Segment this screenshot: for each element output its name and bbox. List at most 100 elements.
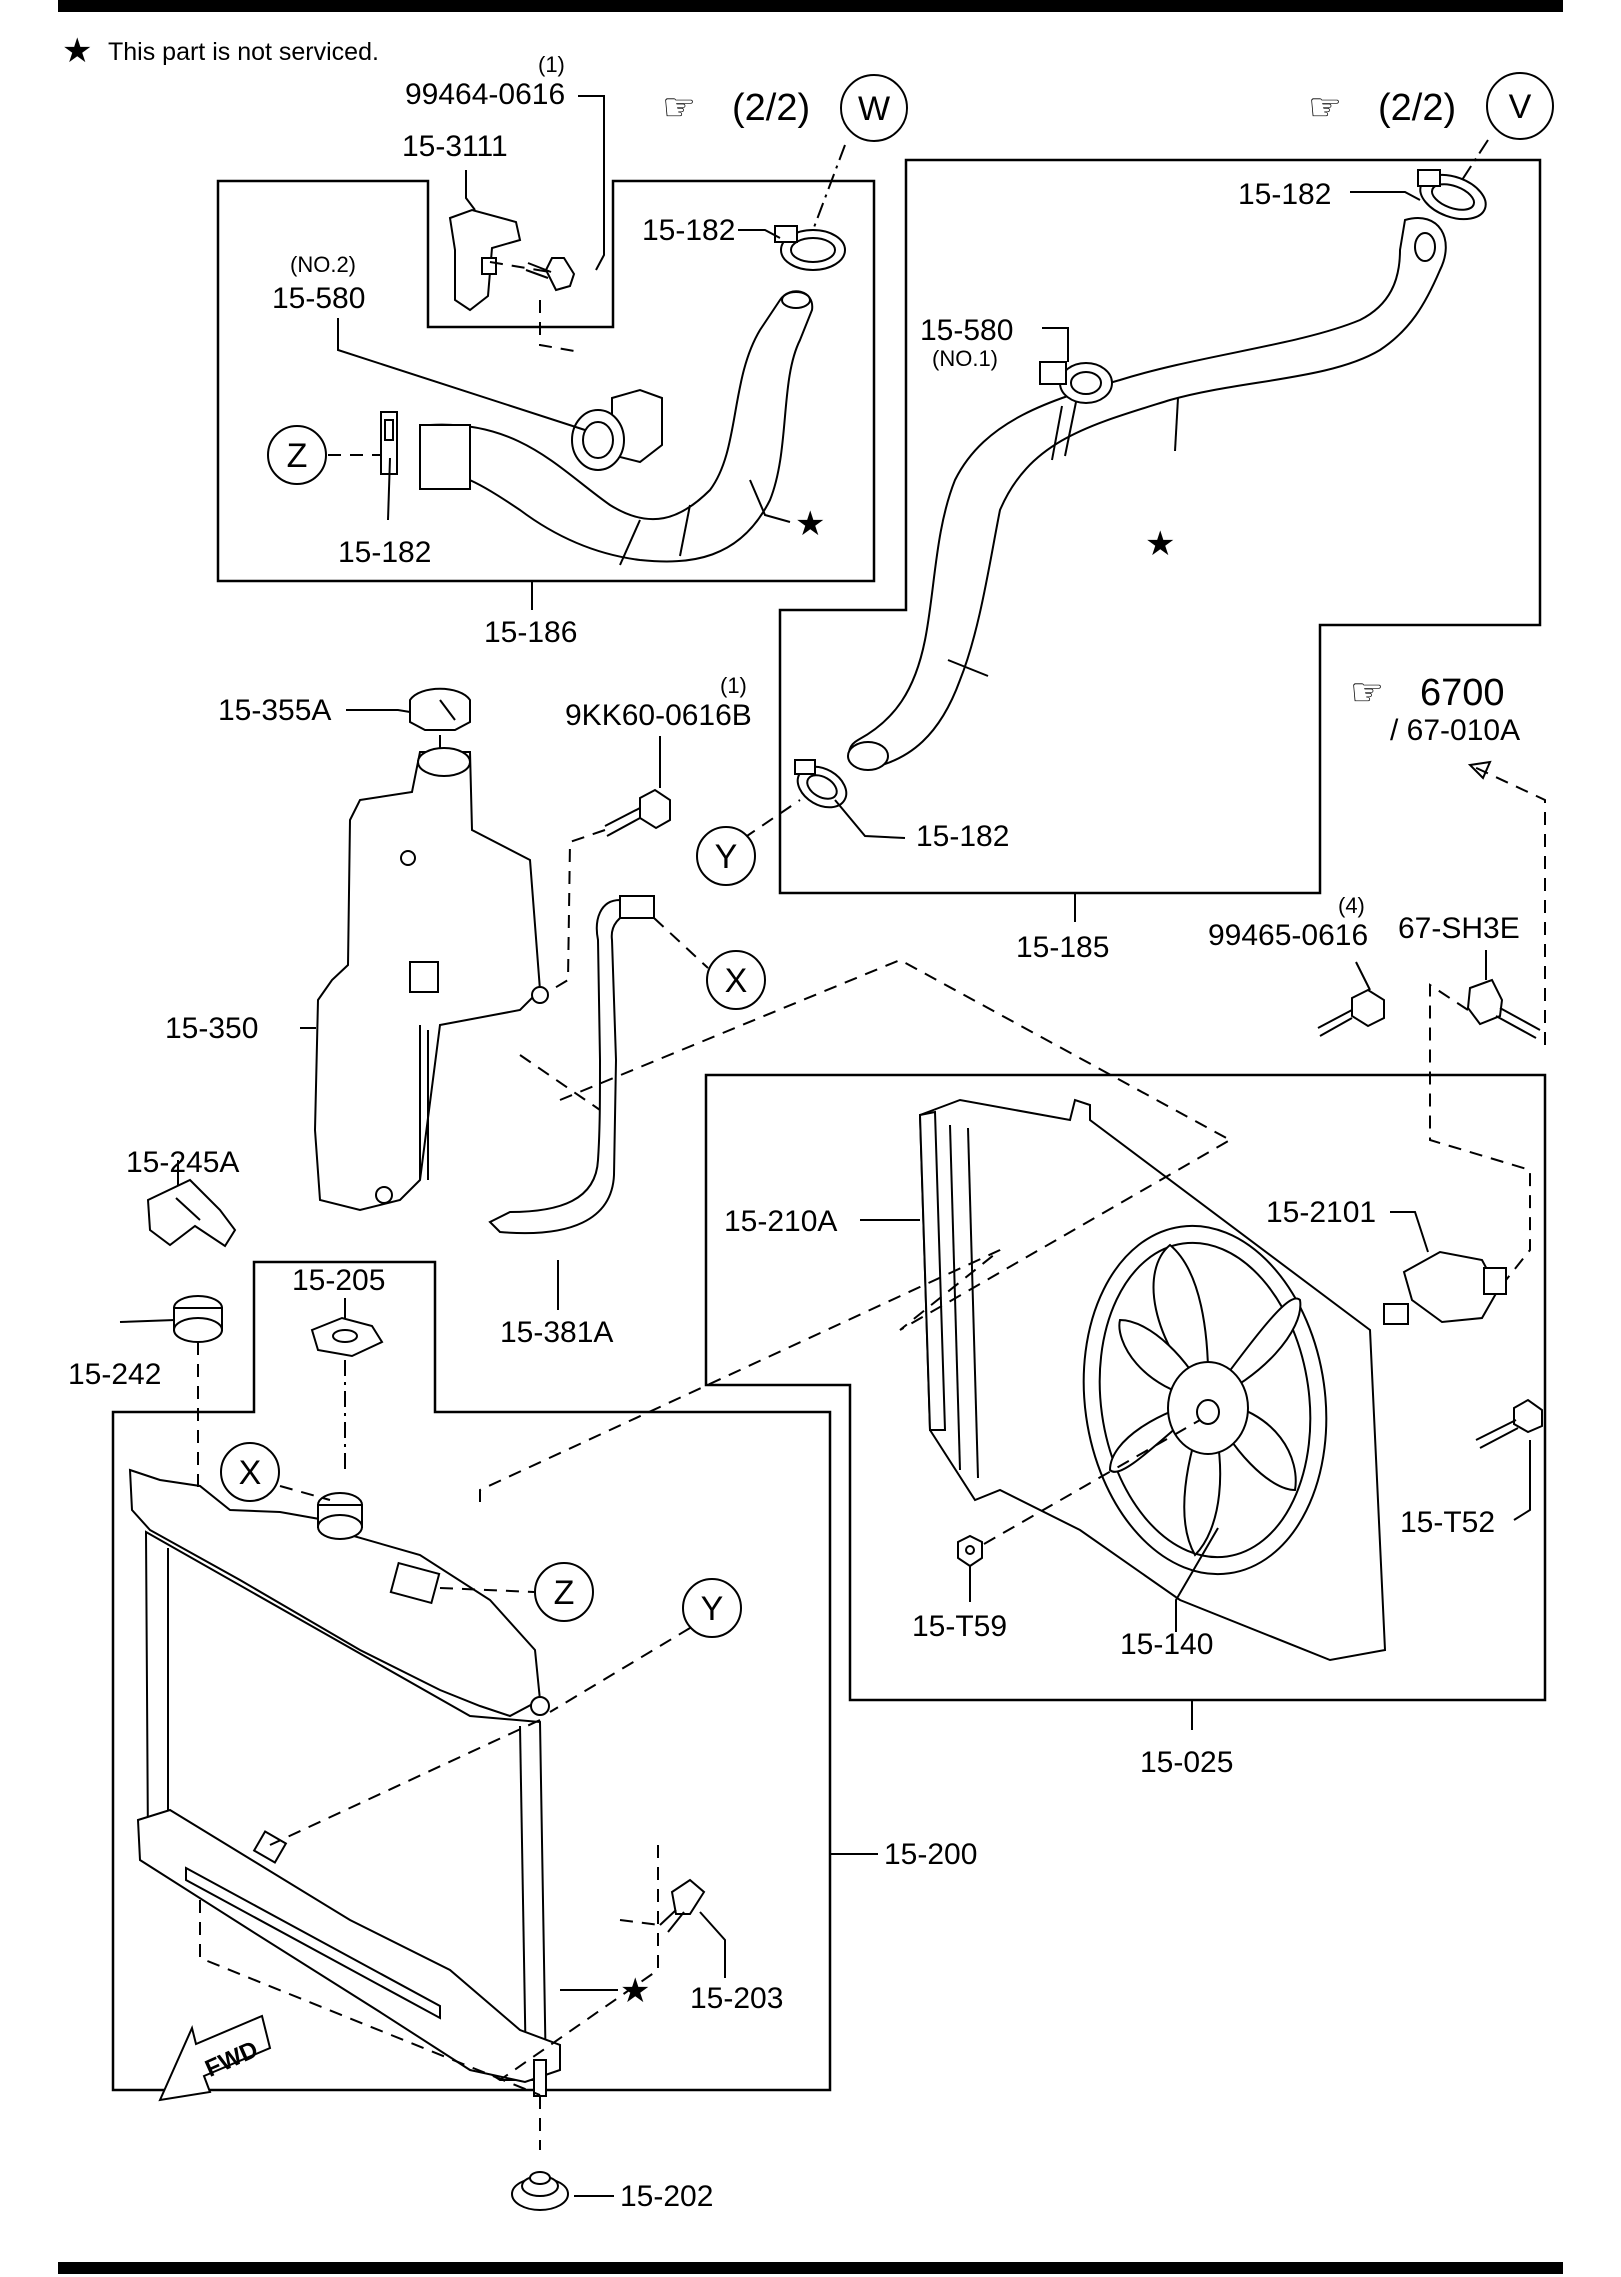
hose-15-381a <box>488 898 634 1235</box>
label-15-140: 15-140 <box>1120 1628 1213 1661</box>
clamp-15-580-no1 <box>1039 361 1113 404</box>
label-15-182-b: 15-182 <box>338 536 431 569</box>
fwd-arrow-icon: FWD <box>158 2014 272 2102</box>
bolt-9kk60-guide <box>547 829 606 993</box>
connector-y-top: Y <box>696 826 756 886</box>
label-15-580-no2: 15-580 <box>272 282 365 315</box>
label-15-025: 15-025 <box>1140 1746 1233 1779</box>
label-15-200: 15-200 <box>884 1838 977 1871</box>
clamp-15-182-v <box>1417 169 1487 221</box>
bracket-slot <box>481 257 497 275</box>
star-15-185: ★ <box>1145 525 1175 563</box>
pointing-hand-icon-v: ☞ <box>1308 87 1342 129</box>
tank-mount-2 <box>531 986 549 1004</box>
pointing-hand-icon-6700: ☞ <box>1350 672 1384 714</box>
sensor-67-sh3e <box>1466 978 1541 1039</box>
reference-w-text: (2/2) <box>732 87 810 129</box>
box-15-025 <box>704 1073 1547 1702</box>
connector-z-radiator: Z <box>534 1562 594 1622</box>
reference-w[interactable]: ☞ (2/2) W <box>662 74 908 142</box>
shroud-edge <box>918 1110 947 1431</box>
label-99464-0616: 99464-0616 <box>405 78 565 111</box>
reference-6700[interactable]: ☞ 6700 / 67-010A <box>1350 672 1520 747</box>
star-15-200: ★ <box>620 1972 650 2010</box>
fan-15-140 <box>1108 1243 1302 1557</box>
reference-6700-text: 6700 <box>1420 672 1505 714</box>
label-15-186: 15-186 <box>484 616 577 649</box>
hose-185-end <box>1414 232 1436 262</box>
label-15-210a: 15-210A <box>724 1205 837 1238</box>
drain-15-203 <box>659 1878 706 1933</box>
tank-mount <box>400 850 416 866</box>
label-15-245a: 15-245A <box>126 1146 239 1179</box>
bolt-99465-0616 <box>1317 988 1385 1037</box>
pipe-stub <box>419 424 471 490</box>
clamp-15-182-upper <box>774 225 846 271</box>
svg-text:Z: Z <box>554 1574 575 1612</box>
hose-end <box>781 291 811 309</box>
nut-15-t59 <box>957 1534 983 1568</box>
connector-w-circle <box>840 74 908 142</box>
radiator-15-200 <box>128 1468 561 2097</box>
tank-label <box>409 961 439 993</box>
label-15-580-no1-qty: (NO.1) <box>932 346 998 371</box>
svg-text:Y: Y <box>701 1590 724 1628</box>
label-67-sh3e: 67-SH3E <box>1398 912 1520 945</box>
label-15-381a: 15-381A <box>500 1316 613 1349</box>
hose-15-186 <box>429 290 814 563</box>
label-15-350: 15-350 <box>165 1012 258 1045</box>
tank-outlet <box>375 1186 393 1204</box>
label-15-205: 15-205 <box>292 1264 385 1297</box>
connector-v-letter: V <box>1509 88 1532 126</box>
label-15-580-no2-qty: (NO.2) <box>290 252 356 277</box>
label-15-580-no1: 15-580 <box>920 314 1013 347</box>
label-15-t59: 15-T59 <box>912 1610 1007 1643</box>
connector-x-top: X <box>706 950 766 1010</box>
reference-v[interactable]: ☞ (2/2) V <box>1308 72 1554 140</box>
pointing-hand-icon-w: ☞ <box>662 87 696 129</box>
svg-text:Y: Y <box>715 838 738 876</box>
sensor-harness-guide <box>1429 983 1531 1301</box>
label-15-202: 15-202 <box>620 2180 713 2213</box>
box-15-185 <box>778 158 1542 895</box>
tank-filler-neck <box>417 747 471 777</box>
hose-381a-end <box>619 895 655 919</box>
label-99465-qty: (4) <box>1338 893 1365 918</box>
label-15-182-a: 15-182 <box>642 214 735 247</box>
box-15-186 <box>216 179 876 583</box>
connector-w-letter: W <box>858 90 890 128</box>
label-99464-qty: (1) <box>538 52 565 77</box>
reference-v-text: (2/2) <box>1378 87 1456 129</box>
clip-15-245a <box>146 1178 237 1248</box>
connector-z-top: Z <box>267 425 327 485</box>
bottom-border-bar <box>58 2262 1563 2274</box>
bolt-99464-0616 <box>525 257 576 292</box>
star-15-186: ★ <box>795 505 825 543</box>
radiator-fan-guide <box>479 1139 1231 1502</box>
tank-radiator-guide <box>559 958 1231 1141</box>
label-15-2101: 15-2101 <box>1266 1196 1376 1229</box>
bush-15-242 <box>173 1295 223 1343</box>
clamp-15-182-y <box>794 759 848 809</box>
hose-185-end-2 <box>847 741 889 771</box>
box-15-200 <box>111 1260 832 2092</box>
connector-x-radiator: X <box>220 1442 280 1502</box>
label-15-182-d: 15-182 <box>916 820 1009 853</box>
label-99465-0616: 99465-0616 <box>1208 919 1368 952</box>
connector-y-radiator: Y <box>682 1578 742 1638</box>
legend-note: ★ This part is not serviced. <box>62 32 379 70</box>
label-9kk60-0616b: 9KK60-0616B <box>565 699 752 732</box>
legend-text: This part is not serviced. <box>108 38 379 66</box>
hose-381a-guide <box>519 1054 601 1111</box>
reference-6700-sub: / 67-010A <box>1390 714 1520 747</box>
connector-v-circle <box>1486 72 1554 140</box>
star-glyph: ★ <box>62 32 92 70</box>
label-9kk60-qty: (1) <box>720 673 747 698</box>
label-15-355a: 15-355A <box>218 694 331 727</box>
leader-15-182-z <box>387 457 391 521</box>
mount-15-202 <box>511 2171 569 2211</box>
leader-6700 <box>1469 764 1546 1045</box>
drain-guide <box>499 1845 659 2081</box>
top-border-bar <box>58 0 1563 12</box>
